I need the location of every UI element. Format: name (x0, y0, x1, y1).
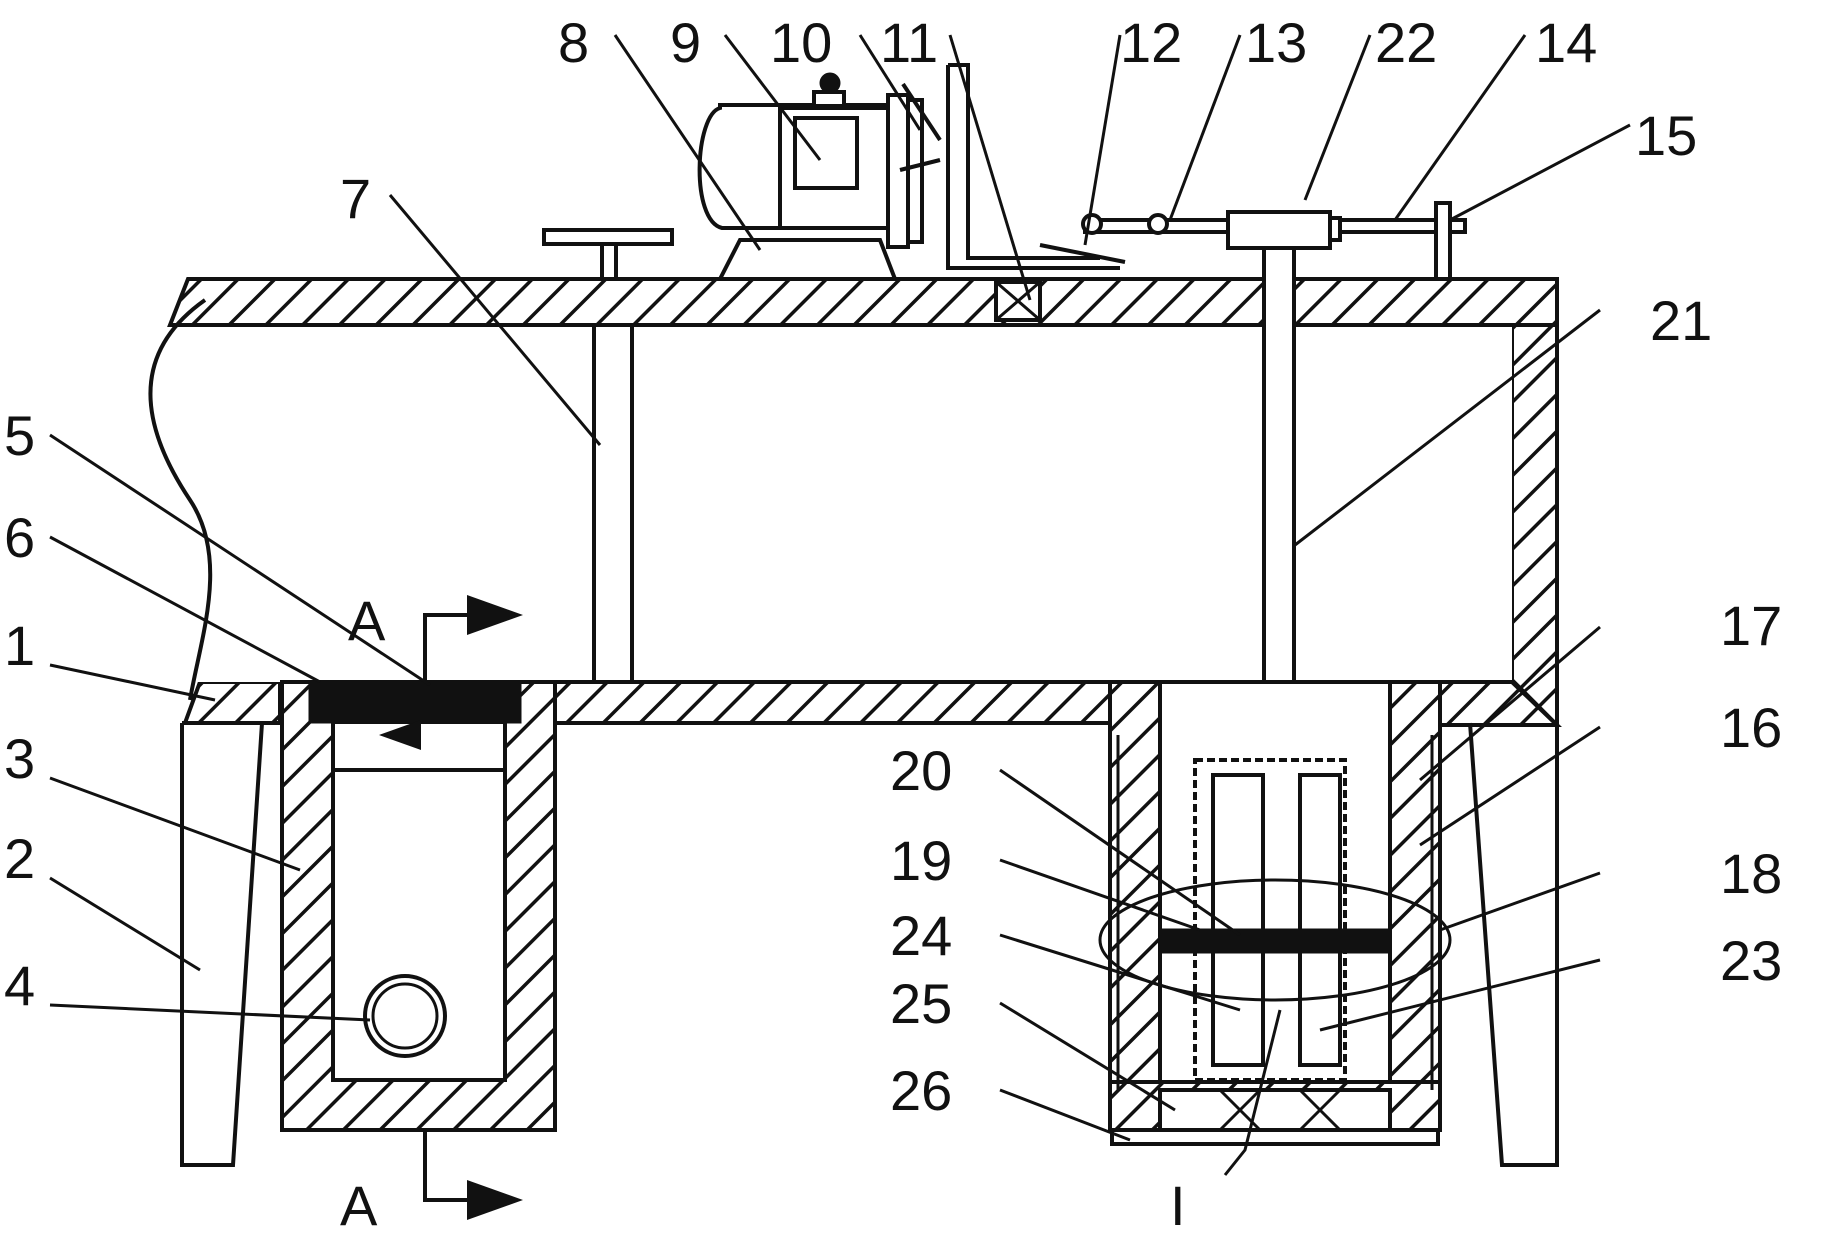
label-11: 11 (880, 11, 938, 74)
label-16: 16 (1720, 696, 1782, 759)
rotor-blades (1098, 758, 1452, 1082)
pipe-circle (363, 974, 447, 1058)
label-10: 10 (770, 11, 832, 74)
label-3: 3 (4, 727, 35, 790)
label-24: 24 (890, 904, 952, 967)
section-mark-top: A (348, 589, 523, 682)
label-23: 23 (1720, 929, 1782, 992)
label-12: 12 (1120, 11, 1182, 74)
motor-assembly (697, 72, 942, 280)
label-14: 14 (1535, 11, 1597, 74)
label-25: 25 (890, 972, 952, 1035)
left-tank (280, 680, 557, 1132)
label-9: 9 (670, 11, 701, 74)
label-8: 8 (558, 11, 589, 74)
label-21: 21 (1650, 289, 1712, 352)
detail-letter: I (1170, 1174, 1186, 1237)
section-mark-bottom: A (340, 1130, 523, 1237)
label-1: 1 (4, 614, 35, 677)
section-letter-top: A (348, 589, 386, 652)
base-plate (1110, 1128, 1440, 1146)
label-18: 18 (1720, 842, 1782, 905)
label-4: 4 (4, 954, 35, 1017)
label-26: 26 (890, 1059, 952, 1122)
leader-lines (49, 34, 1631, 1142)
valve-handle (542, 228, 674, 684)
hose-curve (148, 298, 213, 701)
label-15: 15 (1635, 104, 1697, 167)
label-5: 5 (4, 404, 35, 467)
label-20: 20 (890, 739, 952, 802)
label-13: 13 (1245, 11, 1307, 74)
left-leg (180, 721, 264, 1167)
right-wall (1510, 323, 1559, 730)
right-leg (1468, 722, 1559, 1167)
label-22: 22 (1375, 11, 1437, 74)
label-19: 19 (890, 829, 952, 892)
interior-chamber (188, 323, 1512, 684)
label-2: 2 (4, 827, 35, 890)
bearing-bottom (1158, 1088, 1392, 1132)
section-letter-bottom: A (340, 1174, 378, 1237)
detail-mark: I (1170, 1009, 1282, 1237)
label-6: 6 (4, 506, 35, 569)
label-7: 7 (340, 167, 371, 230)
part-labels: 1 2 3 4 5 6 7 8 9 10 11 12 13 22 14 15 2… (4, 11, 1782, 1122)
bearing-top (994, 280, 1042, 322)
label-17: 17 (1720, 594, 1782, 657)
top-plate (167, 277, 1559, 327)
